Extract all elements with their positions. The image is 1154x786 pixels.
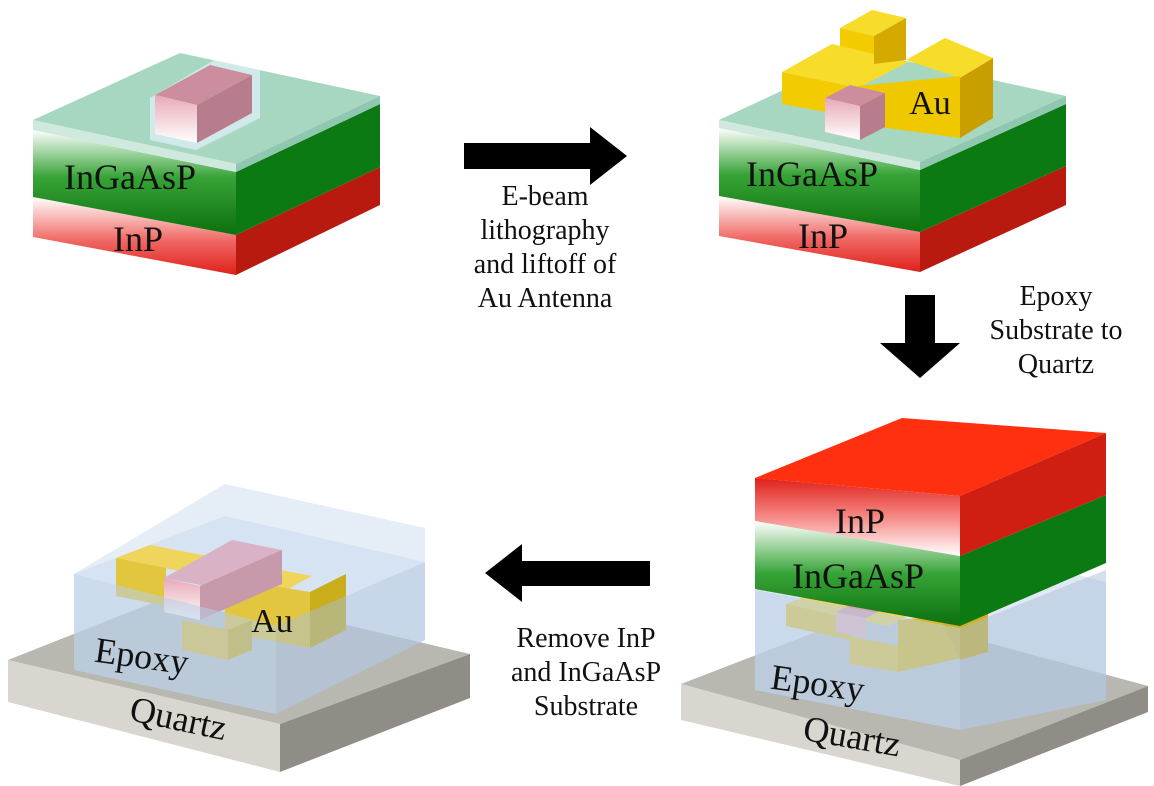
- quartz-side: [280, 654, 470, 772]
- waveguide-side: [860, 93, 885, 140]
- flipped-wafer-on-quartz: InP InGaAsP Epoxy Quartz: [681, 418, 1148, 786]
- quartz-front: [8, 660, 280, 772]
- inp-side: [920, 166, 1066, 272]
- step-1-line-1: E-beam: [501, 181, 589, 212]
- epoxy-front: [755, 590, 960, 730]
- cladding-side: [920, 96, 1066, 170]
- step-1-line-4: Au Antenna: [477, 283, 613, 314]
- inp-side: [236, 167, 380, 275]
- waveguide-side: [200, 550, 282, 620]
- inp-side: [960, 433, 1106, 556]
- waveguide-front: [155, 95, 197, 143]
- layer-label-ingaasp: InGaAsP: [746, 154, 878, 194]
- right-arrow: [464, 127, 627, 185]
- quartz-front: [681, 684, 960, 786]
- layer-label-ingaasp: InGaAsP: [792, 556, 924, 596]
- layer-label-inp: InP: [798, 216, 848, 256]
- ingaasp-front: [719, 128, 920, 232]
- ingaasp-side: [236, 104, 380, 235]
- step-3-caption: Remove InP and InGaAsP Substrate: [486, 622, 686, 724]
- antenna-top-back: [840, 10, 906, 36]
- waveguide-top: [164, 540, 282, 588]
- inp-front: [33, 197, 236, 275]
- antenna-mid-side: [874, 18, 906, 64]
- step-1-line-3: and liftoff of: [473, 249, 617, 280]
- antenna-label: Au: [251, 603, 293, 640]
- waveguide-top: [825, 85, 885, 106]
- step-2-line-3: Quartz: [1017, 349, 1095, 380]
- step-2-caption: Epoxy Substrate to Quartz: [966, 280, 1146, 382]
- waveguide-front: [825, 98, 860, 140]
- ingaasp-side: [960, 495, 1106, 626]
- cladding-side: [236, 96, 380, 172]
- inp-front: [755, 478, 960, 556]
- antenna-top-right: [906, 38, 993, 78]
- antenna-side: [960, 58, 993, 138]
- layer-label-ingaasp: InGaAsP: [64, 157, 196, 197]
- cladding-front: [719, 120, 920, 170]
- left-arrow: [485, 544, 650, 602]
- inp-front: [719, 196, 920, 272]
- step-3-line-3: Substrate: [533, 691, 639, 722]
- step-2-line-2: Substrate to: [989, 315, 1123, 346]
- waveguide-side: [197, 75, 252, 143]
- ingaasp-side: [920, 104, 1066, 232]
- antenna-label: Au: [909, 85, 951, 122]
- step-3-line-1: Remove InP: [516, 623, 656, 654]
- step-1-caption: E-beam lithography and liftoff of Au Ant…: [440, 180, 650, 316]
- epoxy-side: [960, 570, 1106, 730]
- layer-label-inp: InP: [835, 501, 885, 541]
- final-device-on-quartz: Au Epoxy Quartz: [8, 484, 470, 772]
- epoxy-side: [276, 562, 425, 714]
- step-2-line-1: Epoxy: [1019, 281, 1093, 312]
- down-arrow: [880, 295, 960, 378]
- layer-label-inp: InP: [113, 219, 163, 259]
- ingaasp-front: [33, 130, 236, 235]
- quartz-side: [960, 686, 1148, 786]
- wafer-with-antenna: Au InGaAsP InP: [719, 10, 1066, 272]
- step-3-line-2: and InGaAsP: [510, 657, 662, 688]
- cladding-front: [33, 120, 236, 172]
- initial-wafer: InGaAsP InP: [33, 53, 380, 275]
- waveguide-top: [155, 65, 252, 105]
- step-1-line-2: lithography: [480, 215, 610, 246]
- inp-top: [755, 418, 1106, 496]
- epoxy-front: [74, 574, 276, 714]
